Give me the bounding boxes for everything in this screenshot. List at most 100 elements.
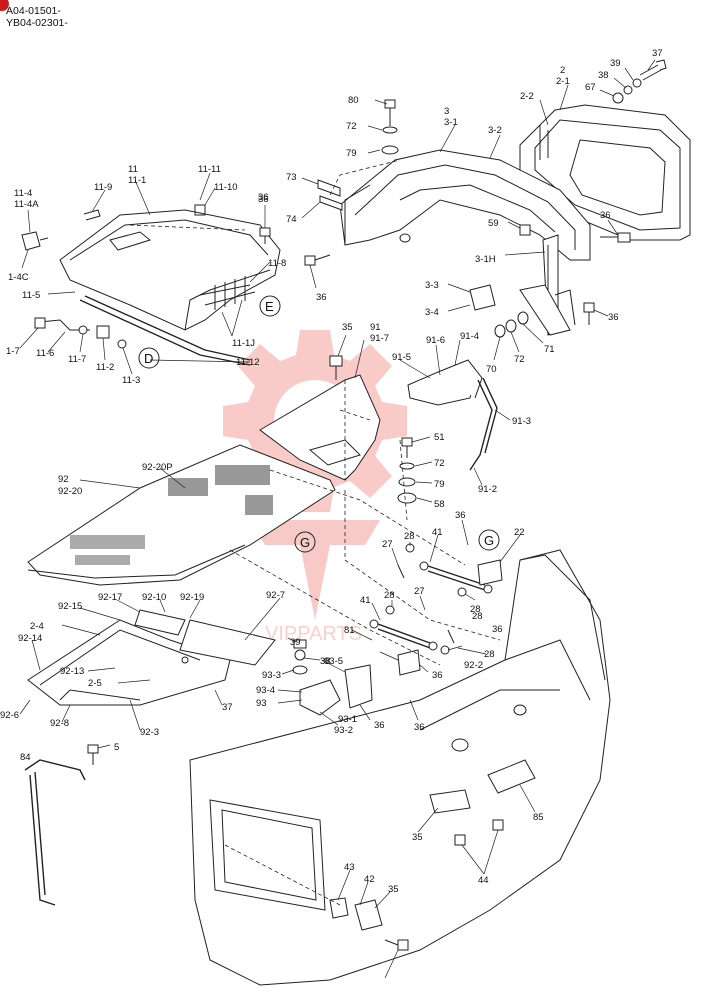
part-label: 91-3 <box>512 416 531 427</box>
assembly-lines <box>224 159 501 906</box>
part-label: 22 <box>514 527 525 538</box>
part-label: 3-2 <box>488 125 502 136</box>
part-frame-3 <box>339 149 591 261</box>
part-label: 92-7 <box>266 590 285 601</box>
part-label: 11-9 <box>94 182 112 193</box>
handrail-5 <box>24 759 86 906</box>
bracket-91-4 <box>437 359 483 399</box>
part-label: 11-1J <box>232 338 255 349</box>
part-label: 36 <box>316 292 327 303</box>
washer-71 <box>517 311 529 325</box>
bracket-3-3 <box>469 284 496 311</box>
washer-28-d <box>440 645 450 655</box>
part-label: 36 <box>492 624 503 635</box>
part-label: 11-10 <box>214 182 238 193</box>
washer-28-b <box>457 587 467 597</box>
part-label: 79 <box>346 148 357 159</box>
bracket-11-2 <box>96 325 110 339</box>
part-label: 37 <box>652 48 663 59</box>
part-cover-92-2 <box>27 609 276 706</box>
part-label: 80 <box>348 95 359 106</box>
part-label: 1-7 <box>6 346 20 357</box>
part-label: 28 <box>404 531 415 542</box>
washer-79-top <box>381 145 399 155</box>
part-label: 92-8 <box>50 718 69 729</box>
part-label: 51 <box>434 432 445 443</box>
pin-11-9 <box>83 209 101 221</box>
bracket-81 <box>397 649 421 676</box>
part-label: 35 <box>388 884 399 895</box>
part-label: 73 <box>286 172 297 183</box>
part-plate-91 <box>259 374 381 481</box>
bolt-36-handrail <box>87 744 99 765</box>
bolt-36-lower <box>583 302 595 325</box>
part-label: 67 <box>585 82 596 93</box>
callout-G-right: G <box>478 529 500 551</box>
part-label: 2-1 <box>556 76 570 87</box>
svg-text:E: E <box>265 299 274 314</box>
part-label: 2-4 <box>30 621 44 632</box>
part-label: 93-1 <box>338 714 357 725</box>
part-label: 91-2 <box>478 484 497 495</box>
part-label: 91-5 <box>392 352 411 363</box>
washer-79-mid <box>398 477 416 487</box>
bracket-3-4 <box>519 284 576 336</box>
callout-D: D <box>138 347 160 369</box>
part-label: 11-1 <box>128 175 146 186</box>
bolt-80 <box>384 99 396 126</box>
svg-text:D: D <box>144 351 153 366</box>
part-label: 35 <box>412 832 423 843</box>
part-label: 41 <box>432 527 443 538</box>
part-label: 93-2 <box>334 725 353 736</box>
part-label: 71 <box>544 344 555 355</box>
part-label: 59 <box>488 218 499 229</box>
part-label: 28 <box>472 611 483 622</box>
clip-1-7 <box>34 317 46 329</box>
part-label: 92-17 <box>98 592 122 603</box>
part-label: 3 <box>444 106 449 117</box>
clip-27-b <box>447 629 455 644</box>
part-label: 36 <box>455 510 466 521</box>
bolt-37-lower <box>293 639 307 649</box>
washer-72-mid <box>399 462 415 470</box>
part-label: 91 <box>370 322 381 333</box>
part-label: 35 <box>342 322 353 333</box>
part-label: 36 <box>432 670 443 681</box>
part-label: 44 <box>478 875 489 886</box>
part-label: 58 <box>434 499 445 510</box>
part-label: 91-4 <box>460 331 479 342</box>
part-label: 2 <box>560 65 565 76</box>
part-label: 38 <box>320 656 331 667</box>
part-label: 70 <box>486 364 497 375</box>
part-labels: 37 39 38 67 2 2-1 2-2 80 72 79 3 3-1 3-2… <box>0 48 663 895</box>
part-label: 2-5 <box>88 678 102 689</box>
part-label: 11-3 <box>122 375 140 386</box>
part-label: 91-7 <box>370 333 389 344</box>
part-label: 93-4 <box>256 685 275 696</box>
part-label: 3-3 <box>425 280 439 291</box>
gas-spring-41-lower <box>369 619 438 651</box>
part-label: 3-4 <box>425 307 439 318</box>
part-label: 1-4C <box>8 272 29 283</box>
bracket-73-74 <box>317 179 343 211</box>
bolt-35-bottom <box>384 939 409 951</box>
part-label: 11-2 <box>96 362 114 373</box>
part-cover-92 <box>27 444 336 586</box>
part-label: 11-12 <box>236 357 260 368</box>
part-label: 28 <box>384 590 395 601</box>
part-label: 38 <box>598 70 609 81</box>
strip-91-3 <box>469 377 498 471</box>
bolt-35-plate <box>329 355 343 380</box>
washer-58 <box>397 492 417 504</box>
washer-28-c <box>385 605 395 615</box>
washer-72 <box>505 319 517 333</box>
part-label: 92-20 <box>58 486 82 497</box>
part-label: 92 <box>58 474 69 485</box>
part-label: 72 <box>346 121 357 132</box>
part-label: 92-15 <box>58 601 82 612</box>
part-bonnet-11 <box>59 209 281 331</box>
part-label: 37 <box>222 702 233 713</box>
bracket-42-44 <box>329 897 383 931</box>
washer-70 <box>494 324 506 338</box>
